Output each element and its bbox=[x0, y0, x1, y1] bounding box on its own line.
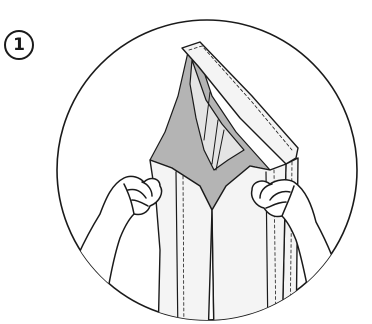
garment-bag-illustration bbox=[0, 0, 372, 324]
